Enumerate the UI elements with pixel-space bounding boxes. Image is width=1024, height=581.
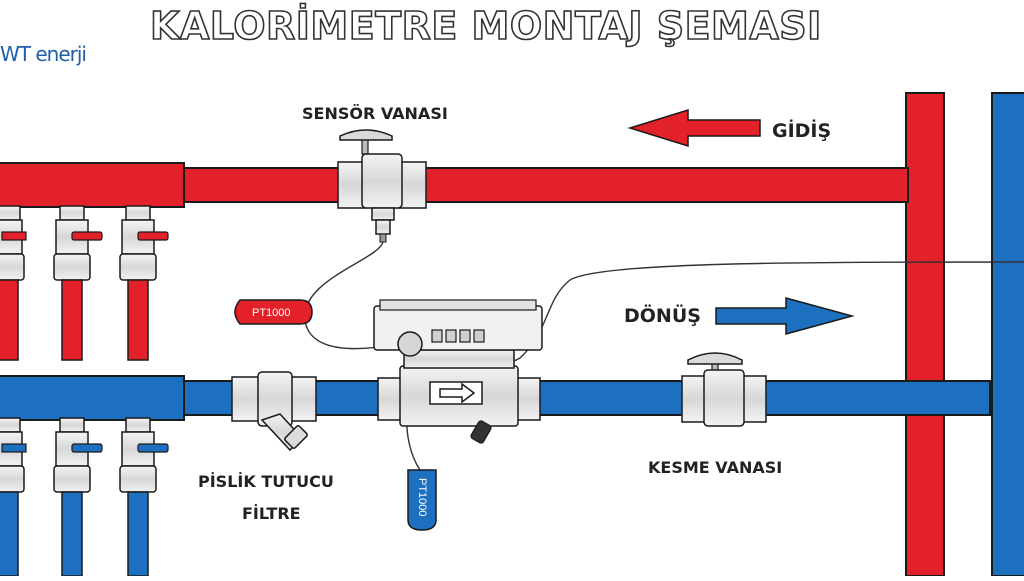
heat-meter bbox=[373, 299, 543, 444]
strainer-filter bbox=[231, 371, 317, 452]
supply-riser-pipe bbox=[905, 92, 945, 577]
return-outlets bbox=[0, 417, 169, 577]
strainer-label-line2: FİLTRE bbox=[242, 504, 301, 523]
supply-label: GİDİŞ bbox=[772, 120, 832, 142]
return-outlet bbox=[53, 417, 103, 577]
page-title: KALORİMETRE MONTAJ ŞEMASI bbox=[149, 3, 822, 49]
pt1000-label-supply: PT1000 bbox=[252, 307, 291, 319]
supply-outlet bbox=[53, 205, 103, 361]
strainer-label-line1: PİSLİK TUTUCU bbox=[198, 472, 334, 491]
return-riser-pipe bbox=[991, 92, 1024, 577]
supply-outlet bbox=[0, 205, 27, 361]
pt1000-label-return: PT1000 bbox=[416, 478, 428, 517]
supply-pipe bbox=[179, 167, 909, 203]
brand-logo: WT enerji bbox=[0, 42, 87, 66]
shutoff-valve-label: KESME VANASI bbox=[648, 458, 783, 477]
return-label: DÖNÜŞ bbox=[624, 305, 701, 327]
pt1000-tag-return: PT1000 bbox=[407, 469, 437, 531]
flow-direction-icon bbox=[439, 382, 476, 404]
return-outlet bbox=[119, 417, 169, 577]
arrow-left-icon bbox=[627, 108, 761, 148]
return-outlet bbox=[0, 417, 27, 577]
supply-outlet bbox=[119, 205, 169, 361]
sensor-valve-label: SENSÖR VANASI bbox=[302, 104, 448, 123]
supply-manifold bbox=[0, 162, 185, 208]
arrow-right-icon bbox=[715, 297, 855, 335]
return-manifold bbox=[0, 375, 185, 421]
sensor-valve bbox=[337, 129, 427, 243]
supply-outlets bbox=[0, 205, 169, 361]
shutoff-valve bbox=[681, 352, 767, 427]
pt1000-tag-supply: PT1000 bbox=[234, 299, 313, 325]
